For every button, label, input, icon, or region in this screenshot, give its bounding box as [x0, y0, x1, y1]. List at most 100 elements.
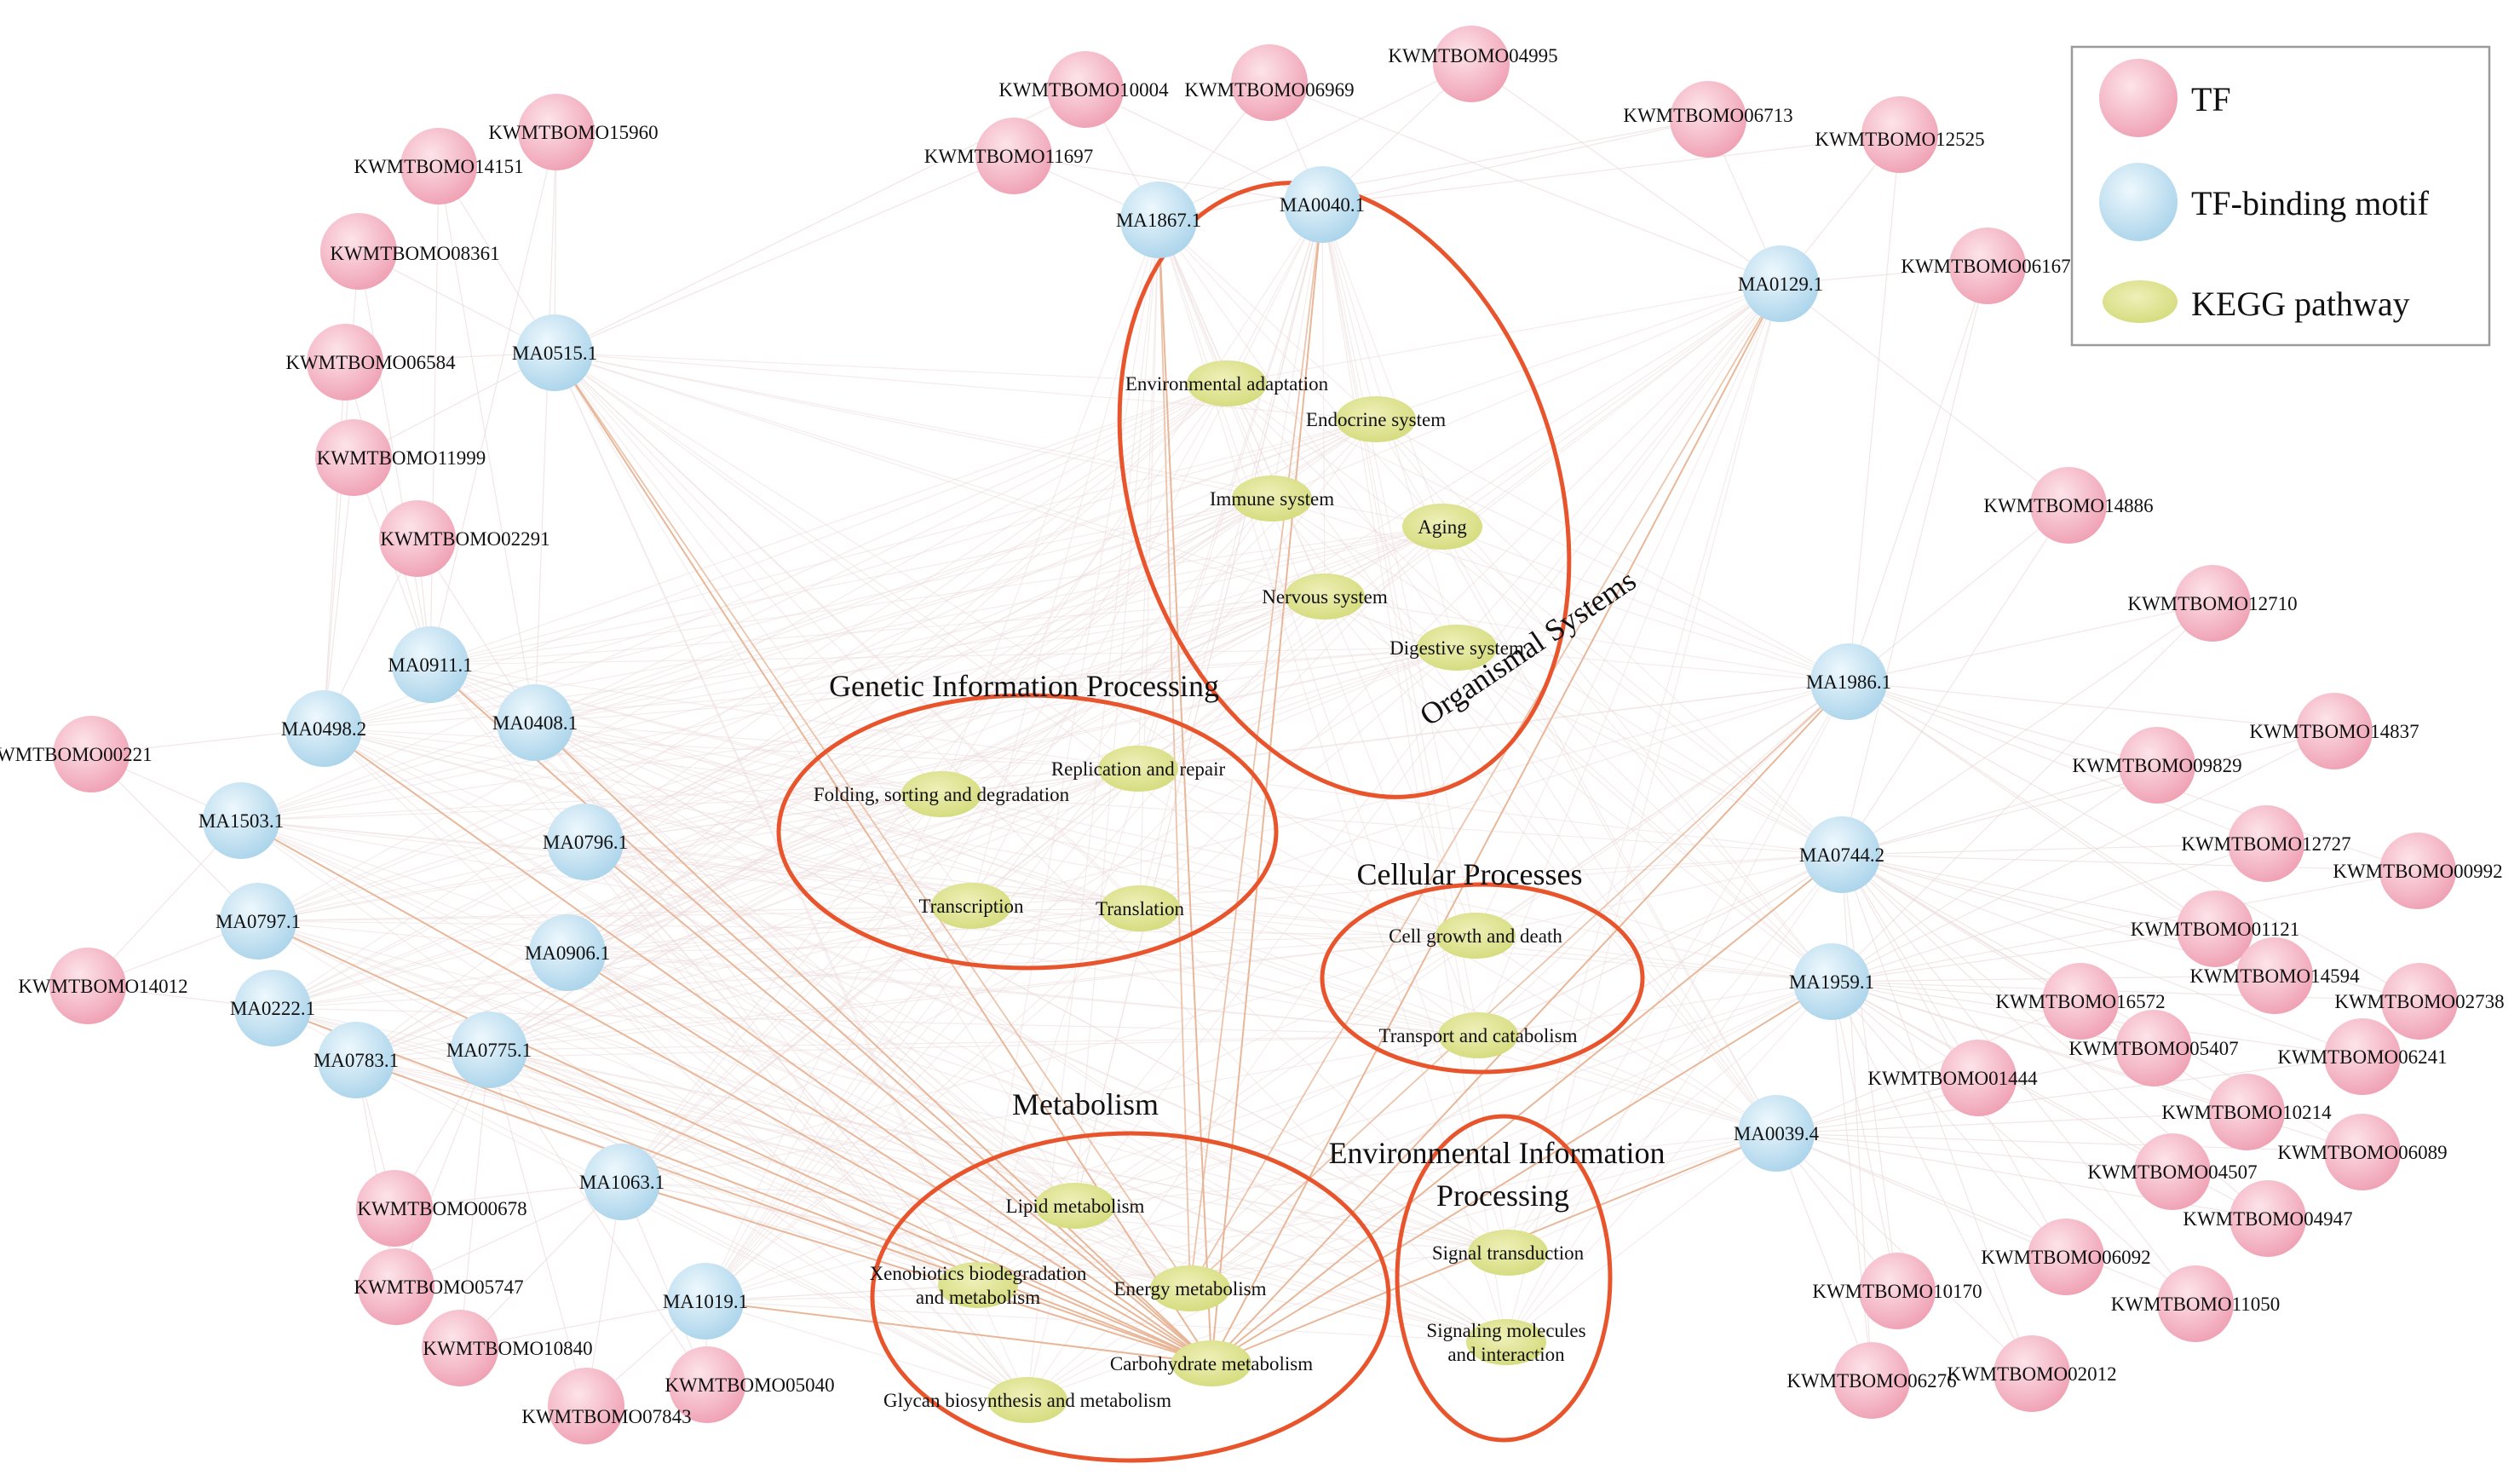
tf-node-t07843[interactable] [548, 1368, 624, 1444]
tf-node-t05407[interactable] [2115, 1010, 2192, 1086]
network-edge [1139, 219, 1159, 909]
tf-node-t06969[interactable] [1231, 44, 1308, 121]
motif-node-MA0775_1[interactable] [451, 1011, 527, 1088]
tf-node-t06241[interactable] [2324, 1018, 2401, 1095]
tf-node-t02291[interactable] [379, 500, 456, 577]
network-edge [488, 1049, 979, 1286]
network-edge [1775, 1132, 2067, 1258]
pathway-node-glycan[interactable] [987, 1377, 1067, 1423]
tf-node-t02012[interactable] [1994, 1335, 2070, 1412]
motif-node-MA0796_1[interactable] [547, 804, 624, 880]
pathway-node-env_adapt[interactable] [1187, 360, 1267, 406]
motif-node-MA1867_1[interactable] [1120, 182, 1197, 258]
tf-node-t12727[interactable] [2228, 805, 2304, 882]
tf-node-t02738[interactable] [2381, 963, 2458, 1040]
tf-node-t00678[interactable] [356, 1170, 433, 1247]
tf-node-t15960[interactable] [518, 94, 595, 170]
pathway-node-cell_growth[interactable] [1435, 913, 1516, 959]
tf-node-t00992[interactable] [2379, 833, 2456, 909]
tf-node-t06092[interactable] [2028, 1219, 2104, 1295]
tf-node-t10840[interactable] [422, 1310, 498, 1386]
pathway-node-replication[interactable] [1098, 746, 1178, 792]
tf-node-t11050[interactable] [2157, 1265, 2234, 1342]
pathway-node-signaling[interactable] [1466, 1319, 1546, 1365]
tf-node-t10004[interactable] [1047, 51, 1124, 128]
tf-node-t14886[interactable] [2030, 467, 2107, 544]
pathway-node-energy[interactable] [1150, 1265, 1230, 1311]
motif-node-MA0906_1[interactable] [529, 914, 606, 991]
motif-node-MA0498_2[interactable] [285, 690, 362, 767]
motif-node-MA0039_4[interactable] [1738, 1095, 1815, 1172]
tf-node-t06713[interactable] [1670, 81, 1746, 158]
tf-label-t04507: KWMTBOMO04507 [2087, 1161, 2257, 1183]
motif-node-MA1019_1[interactable] [667, 1263, 744, 1340]
pathway-node-transport[interactable] [1438, 1012, 1518, 1058]
motif-node-MA0797_1[interactable] [220, 883, 296, 959]
tf-node-t00221[interactable] [53, 716, 129, 792]
tf-node-t04995[interactable] [1433, 26, 1510, 102]
tf-node-t11999[interactable] [315, 419, 392, 496]
tf-node-t01121[interactable] [2177, 890, 2253, 967]
network-edge [1470, 63, 1781, 285]
pathway-node-folding[interactable] [901, 771, 981, 817]
tf-node-t01444[interactable] [1940, 1040, 2017, 1116]
motif-node-MA0911_1[interactable] [392, 626, 469, 703]
pathway-node-xeno[interactable] [938, 1262, 1018, 1308]
tf-node-t06276[interactable] [1833, 1342, 1910, 1419]
network-edge [705, 1300, 1028, 1401]
pathway-node-immune[interactable] [1232, 475, 1312, 522]
tf-node-t14151[interactable] [400, 128, 477, 205]
tf-node-t06584[interactable] [307, 324, 383, 401]
motif-node-MA1986_1[interactable] [1810, 643, 1887, 720]
motif-node-MA0129_1[interactable] [1742, 245, 1819, 322]
network-edge [1321, 204, 1509, 1253]
motif-node-MA0783_1[interactable] [318, 1022, 394, 1098]
tf-node-t10214[interactable] [2208, 1074, 2285, 1150]
tf-node-t14012[interactable] [49, 948, 126, 1024]
network-edge [488, 647, 1458, 1051]
tf-node-t08361[interactable] [320, 213, 397, 290]
motif-node-MA0040_1[interactable] [1284, 166, 1361, 243]
pathway-node-lipid[interactable] [1035, 1183, 1115, 1229]
pathway-node-endocrine[interactable] [1336, 396, 1416, 442]
tf-node-t05747[interactable] [358, 1248, 434, 1325]
motif-node-MA0408_1[interactable] [497, 684, 573, 761]
pathway-node-carbohydrate[interactable] [1171, 1340, 1251, 1386]
motif-node-MA0515_1[interactable] [516, 314, 593, 391]
network-edge [1027, 854, 1843, 1401]
tf-node-t10170[interactable] [1859, 1253, 1936, 1329]
motif-node-MA1959_1[interactable] [1793, 943, 1870, 1020]
network-edge [567, 952, 1507, 1343]
tf-node-t05040[interactable] [669, 1346, 745, 1423]
network-edge [1841, 854, 2033, 1374]
tf-node-t16572[interactable] [2042, 963, 2119, 1040]
network-edge [584, 596, 1326, 843]
pathway-node-digestive[interactable] [1417, 625, 1497, 671]
tf-node-t12710[interactable] [2174, 565, 2251, 642]
pathway-node-aging[interactable] [1402, 504, 1482, 550]
motif-node-MA1063_1[interactable] [584, 1144, 660, 1220]
network-edge [1324, 596, 1777, 1134]
tf-node-t11697[interactable] [975, 118, 1052, 194]
motif-node-MA0744_2[interactable] [1804, 816, 1880, 893]
network-edge [323, 728, 1139, 769]
tf-node-t04507[interactable] [2134, 1133, 2211, 1210]
tf-node-t12525[interactable] [1861, 96, 1938, 173]
motif-node-MA0222_1[interactable] [234, 970, 311, 1046]
pathway-node-transcription[interactable] [931, 883, 1011, 929]
motif-node-MA1503_1[interactable] [203, 782, 279, 859]
network-edge [1775, 1132, 2363, 1153]
pathway-node-translation[interactable] [1100, 885, 1180, 931]
environmental-processing-title-line2: Processing [1436, 1178, 1569, 1213]
tf-node-t14837[interactable] [2296, 693, 2373, 769]
pathway-node-nervous[interactable] [1285, 573, 1365, 619]
tf-node-t04947[interactable] [2229, 1180, 2306, 1257]
tf-node-t14594[interactable] [2236, 937, 2313, 1014]
network-edge [584, 498, 1273, 843]
tf-node-t06167[interactable] [1949, 228, 2026, 304]
tf-node-t06089[interactable] [2324, 1114, 2401, 1190]
network-edge [977, 854, 1843, 1286]
network-edge [1139, 854, 1843, 909]
tf-node-t09829[interactable] [2119, 727, 2195, 804]
pathway-node-signal[interactable] [1468, 1230, 1548, 1276]
